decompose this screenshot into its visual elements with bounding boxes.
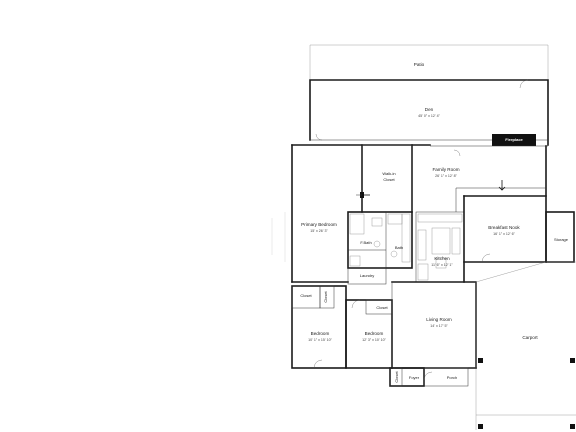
fireplace-label: Fireplace — [505, 137, 523, 142]
fireplace-block — [492, 134, 536, 146]
bath-label: Bath — [395, 245, 403, 250]
breakfast-nook-dims: 16' 1" x 12' 6" — [493, 232, 515, 236]
closet-small-label: Closet — [323, 290, 328, 302]
bedroom-2-label: Bedroom — [365, 331, 384, 336]
breakfast-nook-walls — [463, 195, 547, 283]
entry-arrow-markers — [362, 180, 506, 196]
carport-outline — [475, 261, 576, 430]
background-marks — [271, 212, 286, 262]
carport-label: Carport — [522, 335, 538, 340]
foyer-porch-walls — [389, 367, 469, 387]
bath-block — [347, 211, 413, 269]
bedroom-left-walls — [291, 285, 347, 369]
living-room-dims: 14' x 17' 5" — [430, 324, 448, 328]
living-room-label: Living Room — [426, 317, 452, 322]
kitchen-walls — [415, 211, 465, 283]
walk-in-closet-label-line2: Closet — [383, 177, 395, 182]
foyer-label: Foyer — [409, 375, 420, 380]
walk-in-closet-label-line1: Walk-in — [382, 171, 395, 176]
breakfast-nook-label: Breakfast Nook — [488, 225, 520, 230]
patio-outline — [309, 44, 549, 81]
storage-label: Storage — [554, 237, 569, 242]
primary-bedroom-dims: 15' x 26' 3" — [310, 229, 328, 233]
laundry-label: Laundry — [360, 273, 374, 278]
bedroom-1-dims: 10' 1" x 15' 10" — [308, 338, 332, 342]
laundry-walls — [347, 267, 387, 285]
den-label: Den — [425, 107, 434, 112]
den-dims: 45' 0" x 12' 4" — [418, 114, 440, 118]
kitchen-label: Kitchen — [434, 256, 450, 261]
closet-foyer-label: Closet — [394, 370, 399, 382]
fbath-label: F.Bath — [360, 240, 371, 245]
closet-left-label: Closet — [300, 293, 312, 298]
bedroom-1-label: Bedroom — [311, 331, 330, 336]
family-room-dims: 26' 1" x 12' 8" — [435, 174, 457, 178]
closet-mid-label: Closet — [376, 305, 388, 310]
patio-label: Patio — [414, 62, 425, 67]
family-room-label: Family Room — [432, 167, 459, 172]
kitchen-dims: 11' 6" x 12' 1" — [431, 263, 453, 267]
primary-bedroom-label: Primary Bedroom — [301, 222, 337, 227]
bedroom-2-dims: 12' 3" x 10' 10" — [362, 338, 386, 342]
porch-label: Porch — [447, 375, 457, 380]
